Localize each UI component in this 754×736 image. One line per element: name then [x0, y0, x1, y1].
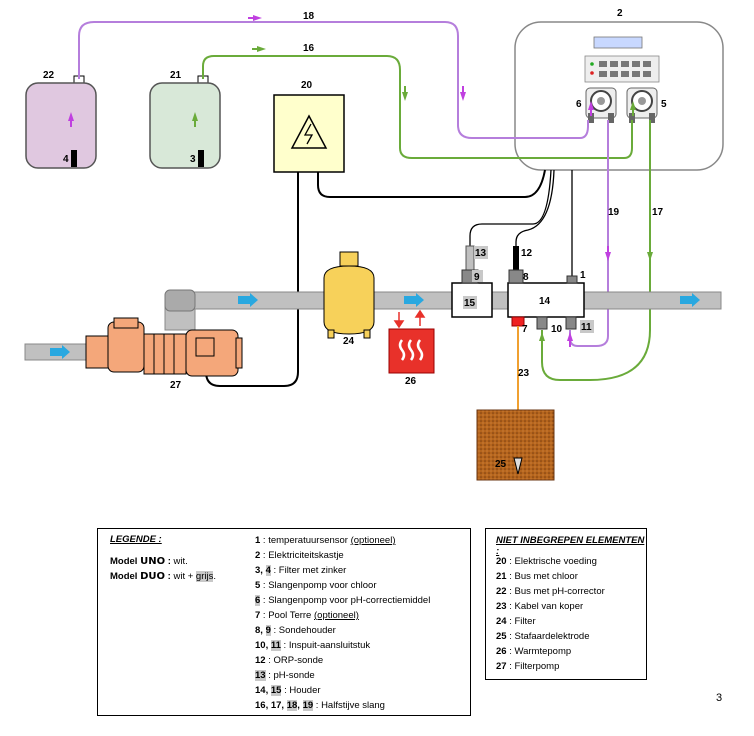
peristaltic-pump-6 [585, 87, 617, 123]
orp-probe [513, 246, 519, 270]
hose-18-purple [78, 21, 589, 139]
not-included-title: NIET INBEGREPEN ELEMENTEN : [496, 535, 645, 557]
injection-fitting-11 [565, 316, 577, 330]
hose-direction-arrows [68, 15, 653, 347]
callout-12: 12 [521, 248, 533, 259]
cable-power-to-controller [317, 169, 546, 198]
callout-8: 8 [523, 272, 529, 283]
ground-rod [513, 457, 523, 475]
not-included-item-21: 21 : Bus met chloor [496, 571, 578, 582]
legend-item-3-4: 3, 4 : Filter met zinker [255, 565, 347, 576]
callout-20: 20 [301, 80, 313, 91]
legend-item-2: 2 : Elektriciteitskastje [255, 550, 344, 561]
cable-orp-probe [515, 169, 555, 246]
callout-26: 26 [405, 376, 417, 387]
callout-23: 23 [518, 368, 530, 379]
callout-3: 3 [190, 154, 196, 165]
callout-labels: 2 18 16 22 21 20 4 3 6 5 19 17 13 12 9 8… [43, 8, 667, 470]
callout-25: 25 [495, 459, 507, 470]
legend-item-6: 6 : Slangenpomp voor pH-correctiemiddel [255, 595, 431, 606]
legend-item-12: 12 : ORP-sonde [255, 655, 324, 666]
sand-filter [323, 251, 375, 339]
callout-19: 19 [608, 207, 620, 218]
callout-27: 27 [170, 380, 182, 391]
flow-arrows [50, 293, 700, 359]
legend-item-7: 7 : Pool Terre (optioneel) [255, 610, 359, 621]
callout-21: 21 [170, 70, 182, 81]
not-included-item-25: 25 : Stafaardelektrode [496, 631, 590, 642]
callout-16: 16 [303, 43, 315, 54]
legend-item-14-15: 14, 15 : Houder [255, 685, 321, 696]
cable-ph-probe [469, 169, 552, 246]
hose-16-green [202, 55, 633, 159]
ph-probe [465, 245, 475, 271]
callout-22: 22 [43, 70, 55, 81]
ph-corrector-can [25, 75, 97, 169]
heat-exchange-arrows [393, 309, 426, 329]
chlorine-can [149, 75, 221, 169]
heat-pump [388, 328, 435, 374]
callout-24: 24 [343, 336, 355, 347]
power-supply-box [273, 94, 345, 173]
not-included-item-22: 22 : Bus met pH-corrector [496, 586, 605, 597]
not-included-item-23: 23 : Kabel van koper [496, 601, 584, 612]
temperature-sensor [566, 275, 578, 284]
callout-7: 7 [522, 324, 528, 335]
model-uno-line: Model UNO : wit. [110, 556, 188, 567]
callout-10: 10 [551, 324, 563, 335]
callout-4: 4 [63, 154, 69, 165]
controller-keypad [584, 55, 660, 83]
filter-pump [85, 317, 243, 377]
ground-soil [476, 409, 555, 481]
controller-display [593, 36, 643, 49]
legend-box: LEGENDE : Model UNO : wit. Model DUO : w… [97, 528, 471, 716]
callout-6: 6 [576, 99, 582, 110]
not-included-item-20: 20 : Elektrische voeding [496, 556, 597, 567]
legend-item-8-9: 8, 9 : Sondehouder [255, 625, 336, 636]
callout-13: 13 [475, 248, 487, 259]
legend-item-10-11: 10, 11 : Inspuit-aansluitstuk [255, 640, 371, 651]
cable-power-to-pump [205, 172, 299, 387]
hose-17-green [541, 120, 651, 381]
legend-item-1: 1 : temperatuursensor (optioneel) [255, 535, 396, 546]
legend-item-16-19: 16, 17, 18, 19 : Halfstijve slang [255, 700, 385, 711]
callout-14: 14 [539, 296, 551, 307]
callout-2: 2 [617, 8, 623, 19]
injection-fitting-10 [536, 316, 548, 330]
not-included-box: NIET INBEGREPEN ELEMENTEN : 20 : Elektri… [485, 528, 647, 680]
callout-1: 1 [580, 270, 586, 281]
legend-item-13: 13 : pH-sonde [255, 670, 315, 681]
callout-17: 17 [652, 207, 664, 218]
not-included-item-24: 24 : Filter [496, 616, 536, 627]
pipe-main [179, 291, 722, 310]
legend-title: LEGENDE : [110, 534, 162, 545]
legend-item-5: 5 : Slangenpomp voor chloor [255, 580, 377, 591]
not-included-item-27: 27 : Filterpomp [496, 661, 560, 672]
callout-9: 9 [474, 272, 480, 283]
callout-15: 15 [464, 298, 476, 309]
not-included-item-26: 26 : Warmtepomp [496, 646, 572, 657]
keypad-buttons [590, 61, 651, 77]
probe-holder-8 [508, 269, 524, 284]
controller-enclosure [514, 21, 724, 171]
callout-5: 5 [661, 99, 667, 110]
callout-11: 11 [581, 322, 592, 333]
callout-18: 18 [303, 11, 315, 22]
model-duo-line: Model DUO : wit + grijs. [110, 571, 216, 582]
page-number: 3 [716, 692, 723, 704]
pipe-elbow [164, 289, 196, 312]
peristaltic-pump-5 [626, 87, 658, 123]
